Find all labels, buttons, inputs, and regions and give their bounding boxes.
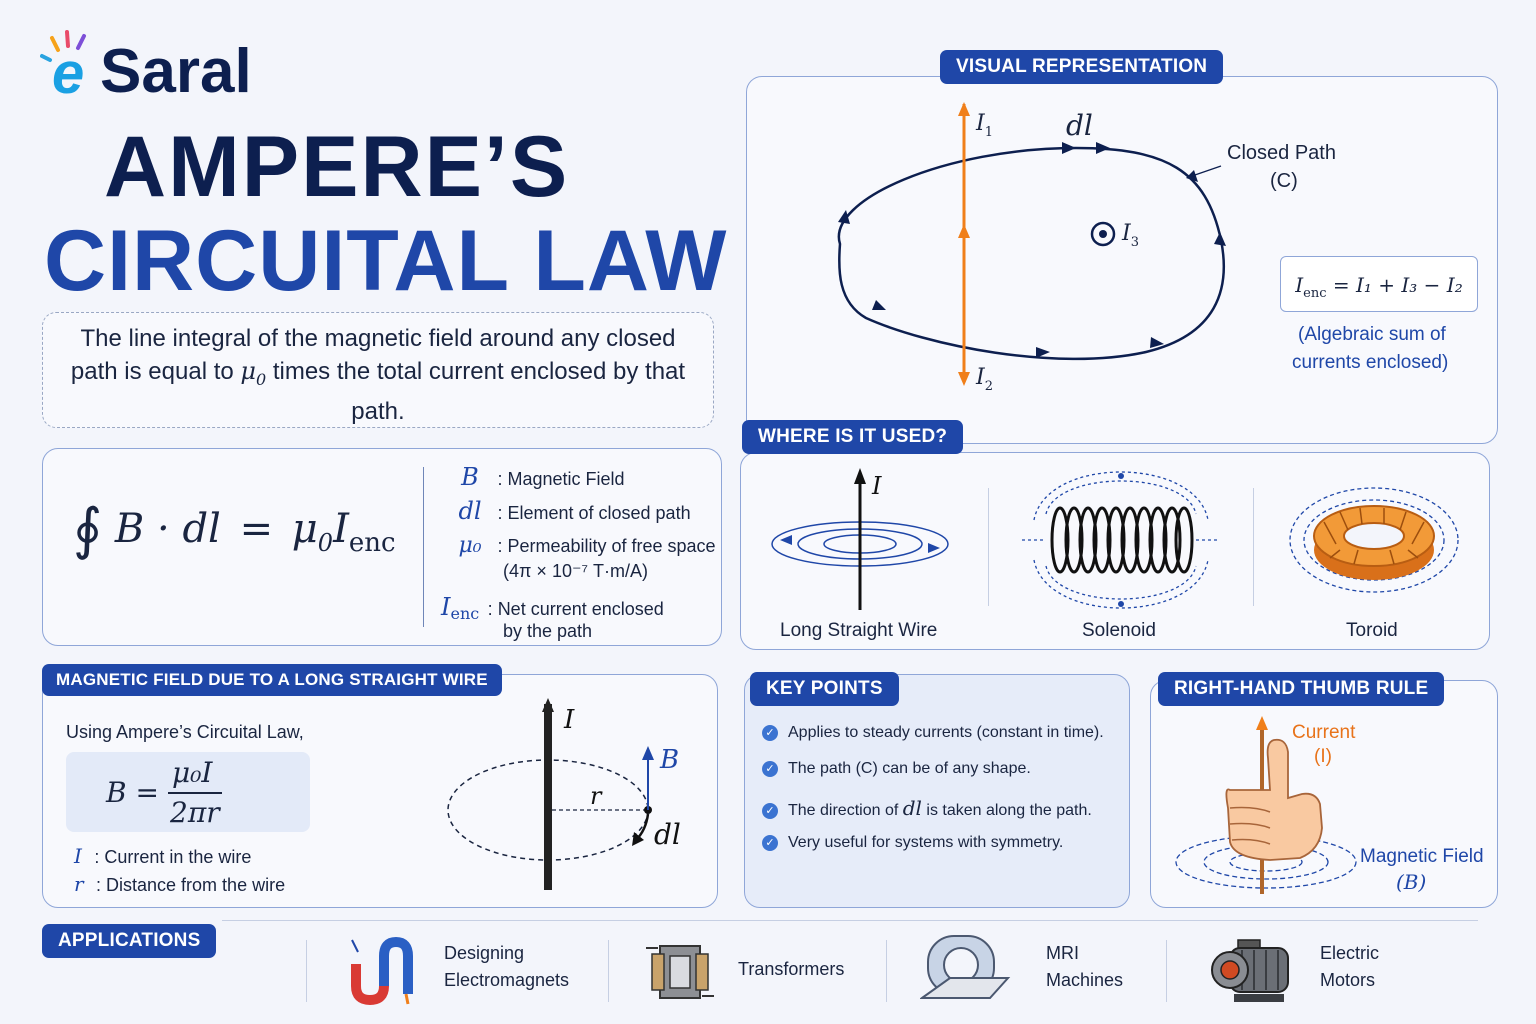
app-divider-0 [306, 940, 307, 1002]
applications-rule [222, 920, 1478, 921]
svg-text:dl: dl [654, 818, 681, 851]
label-dl-top: dl [1066, 109, 1093, 142]
legend-dl: dl : Element of closed path [458, 497, 691, 525]
key-point-2: ✓The path (C) can be of any shape. [762, 760, 1031, 778]
legend-mu: μ₀ : Permeability of free space [458, 533, 716, 558]
key-points-tag: KEY POINTS [750, 672, 899, 706]
legend-mu-value: (4π × 10⁻⁷ T·m/A) [503, 561, 648, 581]
svg-text:B: B [659, 745, 679, 775]
equation-card: ∮ B · dl = μ0Ienc B : Magnetic Field dl … [42, 448, 722, 646]
key-points-list: ✓Applies to steady currents (constant in… [744, 720, 1130, 880]
app-motors: Electric Motors [1320, 943, 1380, 990]
where-used-tag: WHERE IS IT USED? [742, 420, 964, 454]
app-divider-2 [886, 940, 887, 1002]
app-transformers: Transformers [738, 959, 845, 979]
legend-ienc-2: by the path [503, 621, 593, 641]
right-hand-icon [1175, 716, 1357, 894]
app-divider-1 [608, 940, 609, 1002]
thumb-field-symbol: (B) [1396, 870, 1427, 894]
brand-name: Saral [100, 37, 252, 106]
label-i2: I2 [975, 365, 993, 394]
transformer-icon [646, 945, 714, 999]
key-point-4: ✓Very useful for systems with symmetry. [762, 834, 1063, 852]
definition-text: The line integral of the magnetic field … [70, 325, 686, 425]
thumb-rule-card [1150, 680, 1498, 908]
closed-path-loop [837, 146, 1225, 361]
key-point-3: ✓The direction of dl is taken along the … [762, 796, 1092, 820]
wire-def-i: I : Current in the wire [74, 844, 252, 868]
wire-intro: Using Ampere’s Circuital Law, [66, 722, 304, 742]
app-mri: MRI Machines [1046, 943, 1124, 990]
title-line-2: CIRCUITAL LAW [44, 213, 728, 309]
visual-tag: VISUAL REPRESENTATION [940, 50, 1224, 84]
thumb-field-label: Magnetic Field [1360, 846, 1484, 867]
main-equation: ∮ B · dl = μ0Ienc [73, 497, 396, 562]
electric-motor-icon [1211, 939, 1289, 1002]
svg-text:I: I [871, 472, 882, 500]
closed-path-c: (C) [1270, 170, 1298, 192]
closed-path-label: Closed Path [1227, 142, 1336, 164]
key-points-card [744, 674, 1130, 908]
app-electromagnets: Designing Electromagnets [444, 943, 570, 990]
thumb-current-label: Current [1292, 722, 1356, 743]
ienc-note-2: currents enclosed) [1292, 352, 1449, 373]
title-line-1: AMPERE’S [104, 119, 570, 215]
solenoid-icon [1022, 471, 1220, 609]
thumb-rule-tag: RIGHT-HAND THUMB RULE [1158, 672, 1445, 706]
definition-box: The line integral of the magnetic field … [42, 312, 714, 428]
applications-tag: APPLICATIONS [42, 924, 217, 958]
thumb-current-symbol: (I) [1314, 746, 1332, 767]
fraction-bar [168, 792, 222, 794]
ienc-box: Ienc = I₁ + I₃ − I₂ [1280, 256, 1478, 312]
toroid-icon [1289, 487, 1459, 593]
logo-rays-icon [40, 30, 86, 62]
current-out-icon [1090, 221, 1116, 247]
wire-def-r: r : Distance from the wire [74, 872, 286, 896]
where-divider-1 [988, 488, 989, 606]
wire-formula-box: B = μ₀I 2πr [66, 752, 310, 832]
app-divider-3 [1166, 940, 1167, 1002]
where-label-solenoid: Solenoid [1082, 620, 1156, 641]
key-point-1: ✓Applies to steady currents (constant in… [762, 724, 1104, 742]
visual-diagram: I1 I2 I3 dl [837, 102, 1226, 394]
where-label-toroid: Toroid [1346, 620, 1398, 641]
straight-wire-icon: I [771, 468, 949, 610]
brand-logo: e Saral [40, 24, 280, 106]
where-label-wire: Long Straight Wire [780, 620, 938, 641]
legend-b: B : Magnetic Field [461, 463, 625, 491]
svg-text:I: I [563, 705, 575, 735]
wire-diagram: I r B dl [447, 698, 681, 890]
label-i1: I1 [975, 111, 993, 140]
where-divider-2 [1253, 488, 1254, 606]
label-i3: I3 [1121, 221, 1139, 250]
legend-ienc: Ienc : Net current enclosed [441, 593, 664, 624]
logo-e: e [52, 41, 85, 106]
mri-machine-icon [920, 935, 1011, 999]
svg-text:r: r [590, 782, 603, 810]
electromagnet-icon [351, 936, 413, 1006]
wire-tag: MAGNETIC FIELD DUE TO A LONG STRAIGHT WI… [42, 664, 502, 696]
equation-divider [423, 467, 424, 627]
ienc-note-1: (Algebraic sum of [1298, 324, 1446, 345]
